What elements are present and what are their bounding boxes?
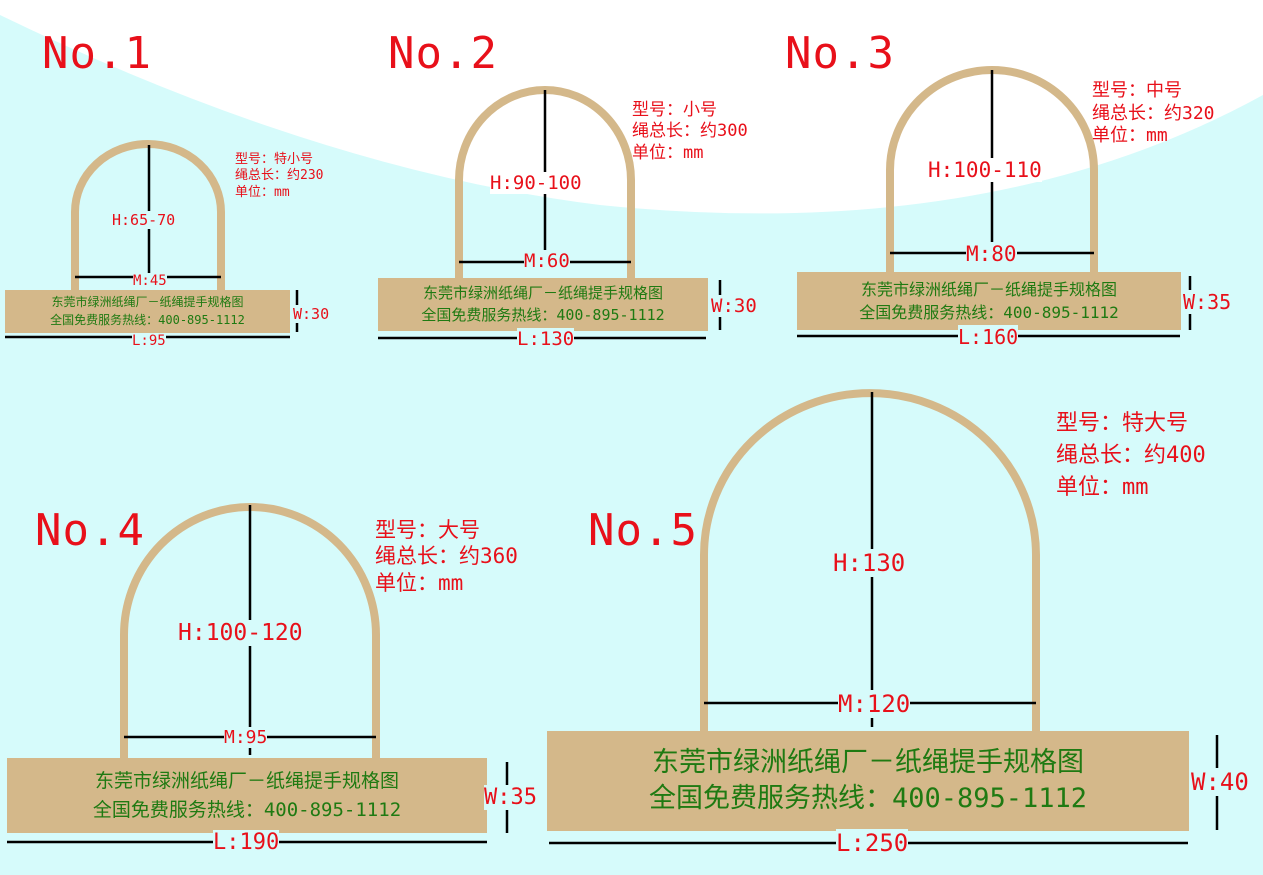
- length-label-3: L:160: [958, 325, 1019, 349]
- spec-model-5: 型号：特大号: [1056, 411, 1189, 436]
- spec-model-3: 型号：中号: [1092, 80, 1182, 101]
- spec-block-3: 型号：中号 绳总长：约320 单位：mm: [1092, 80, 1215, 148]
- spec-unit-5: 单位：mm: [1056, 474, 1149, 500]
- spec-unit-2: 单位：mm: [632, 142, 704, 163]
- info-panel-5: 东莞市绿洲纸绳厂－纸绳提手规格图 全国免费服务热线：400-895-1112: [547, 731, 1189, 831]
- length-label-2: L:130: [517, 328, 575, 350]
- length-label-5: L:250: [836, 829, 909, 857]
- info-panel-1: 东莞市绿洲纸绳厂－纸绳提手规格图 全国免费服务热线：400-895-1112: [5, 290, 290, 333]
- spec-block-5: 型号：特大号 绳总长：约400 单位：mm: [1056, 408, 1206, 504]
- info-panel-4: 东莞市绿洲纸绳厂－纸绳提手规格图 全国免费服务热线：400-895-1112: [7, 758, 487, 833]
- model-number-1: No.1: [42, 28, 152, 79]
- model-number-2: No.2: [388, 28, 498, 79]
- middle-label-1: M:45: [133, 273, 167, 289]
- spec-rope-length-5: 绳总长：约400: [1056, 442, 1206, 468]
- spec-rope-length-2: 绳总长：约300: [632, 121, 748, 142]
- panel-title-5: 东莞市绿洲纸绳厂－纸绳提手规格图: [652, 746, 1084, 778]
- height-label-2: H:90-100: [490, 172, 582, 194]
- model-number-3: No.3: [785, 28, 895, 79]
- height-label-1: H:65-70: [112, 211, 176, 229]
- middle-label-3: M:80: [966, 242, 1017, 266]
- panel-hotline-1: 全国免费服务热线：400-895-1112: [50, 312, 245, 327]
- panel-title-4: 东莞市绿洲纸绳厂－纸绳提手规格图: [94, 770, 399, 792]
- middle-label-4: M:95: [224, 727, 268, 748]
- spec-rope-length-1: 绳总长：约230: [235, 168, 324, 184]
- spec-unit-1: 单位：mm: [235, 184, 290, 200]
- width-label-1: W:30: [293, 305, 330, 323]
- panel-hotline-4: 全国免费服务热线：400-895-1112: [92, 798, 402, 821]
- height-label-5: H:130: [833, 549, 906, 577]
- model-number-5: No.5: [588, 505, 698, 556]
- panel-hotline-2: 全国免费服务热线：400-895-1112: [421, 305, 665, 324]
- panel-title-3: 东莞市绿洲纸绳厂－纸绳提手规格图: [860, 279, 1117, 299]
- spec-rope-length-4: 绳总长：约360: [375, 544, 518, 569]
- spec-model-4: 型号：大号: [375, 518, 480, 542]
- width-label-2: W:30: [711, 295, 757, 317]
- panel-title-2: 东莞市绿洲纸绳厂－纸绳提手规格图: [422, 283, 663, 302]
- spec-model-2: 型号：小号: [632, 100, 717, 120]
- length-label-1: L:95: [132, 333, 166, 349]
- panel-hotline-3: 全国免费服务热线：400-895-1112: [859, 303, 1119, 322]
- width-label-4: W:35: [484, 785, 537, 810]
- spec-unit-4: 单位：mm: [375, 570, 464, 595]
- handle-1-rope: [71, 140, 225, 290]
- spec-block-2: 型号：小号 绳总长：约300 单位：mm: [632, 100, 748, 164]
- spec-block-4: 型号：大号 绳总长：约360 单位：mm: [375, 517, 518, 596]
- info-panel-3: 东莞市绿洲纸绳厂－纸绳提手规格图 全国免费服务热线：400-895-1112: [797, 272, 1181, 330]
- spec-block-1: 型号：特小号 绳总长：约230 单位：mm: [235, 152, 323, 201]
- height-label-3: H:100-110: [928, 158, 1042, 182]
- info-panel-2: 东莞市绿洲纸绳厂－纸绳提手规格图 全国免费服务热线：400-895-1112: [378, 278, 708, 331]
- width-label-5: W:40: [1191, 768, 1249, 796]
- panel-title-1: 东莞市绿洲纸绳厂－纸绳提手规格图: [51, 295, 244, 310]
- handle-5-rope: [700, 389, 1040, 732]
- spec-rope-length-3: 绳总长：约320: [1092, 102, 1215, 124]
- spec-model-1: 型号：特小号: [235, 152, 314, 167]
- spec-unit-3: 单位：mm: [1092, 125, 1168, 146]
- middle-label-5: M:120: [838, 690, 911, 718]
- width-label-3: W:35: [1183, 290, 1232, 314]
- model-number-4: No.4: [35, 505, 145, 556]
- height-label-4: H:100-120: [178, 620, 303, 646]
- panel-hotline-5: 全国免费服务热线：400-895-1112: [648, 783, 1088, 814]
- length-label-4: L:190: [213, 830, 280, 855]
- middle-label-2: M:60: [524, 250, 570, 272]
